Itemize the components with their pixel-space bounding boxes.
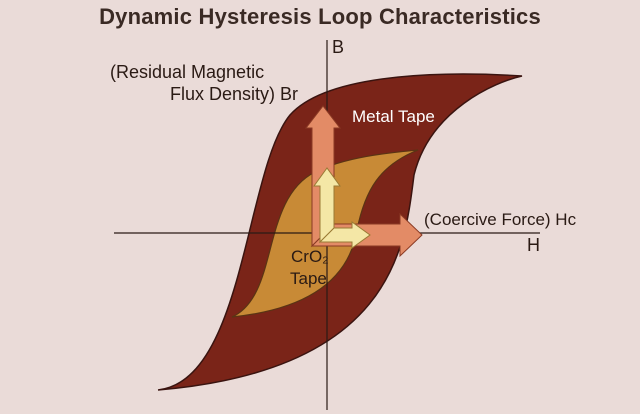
cro2-label-line1: CrO₂ — [291, 247, 329, 266]
diagram-title: Dynamic Hysteresis Loop Characteristics — [99, 4, 541, 29]
residual-flux-label-line1: (Residual Magnetic — [110, 62, 265, 82]
coercive-force-label: (Coercive Force) Hc — [424, 210, 577, 229]
cro2-br-arrow — [313, 167, 341, 244]
metal-tape-label: Metal Tape — [352, 107, 435, 126]
cro2-label-line2: Tape — [290, 269, 327, 288]
b-axis-label: B — [332, 37, 345, 57]
residual-flux-label-line2: Flux Density) Br — [170, 84, 299, 104]
h-axis-label: H — [527, 235, 540, 255]
cro2-hc-arrow — [318, 221, 371, 249]
